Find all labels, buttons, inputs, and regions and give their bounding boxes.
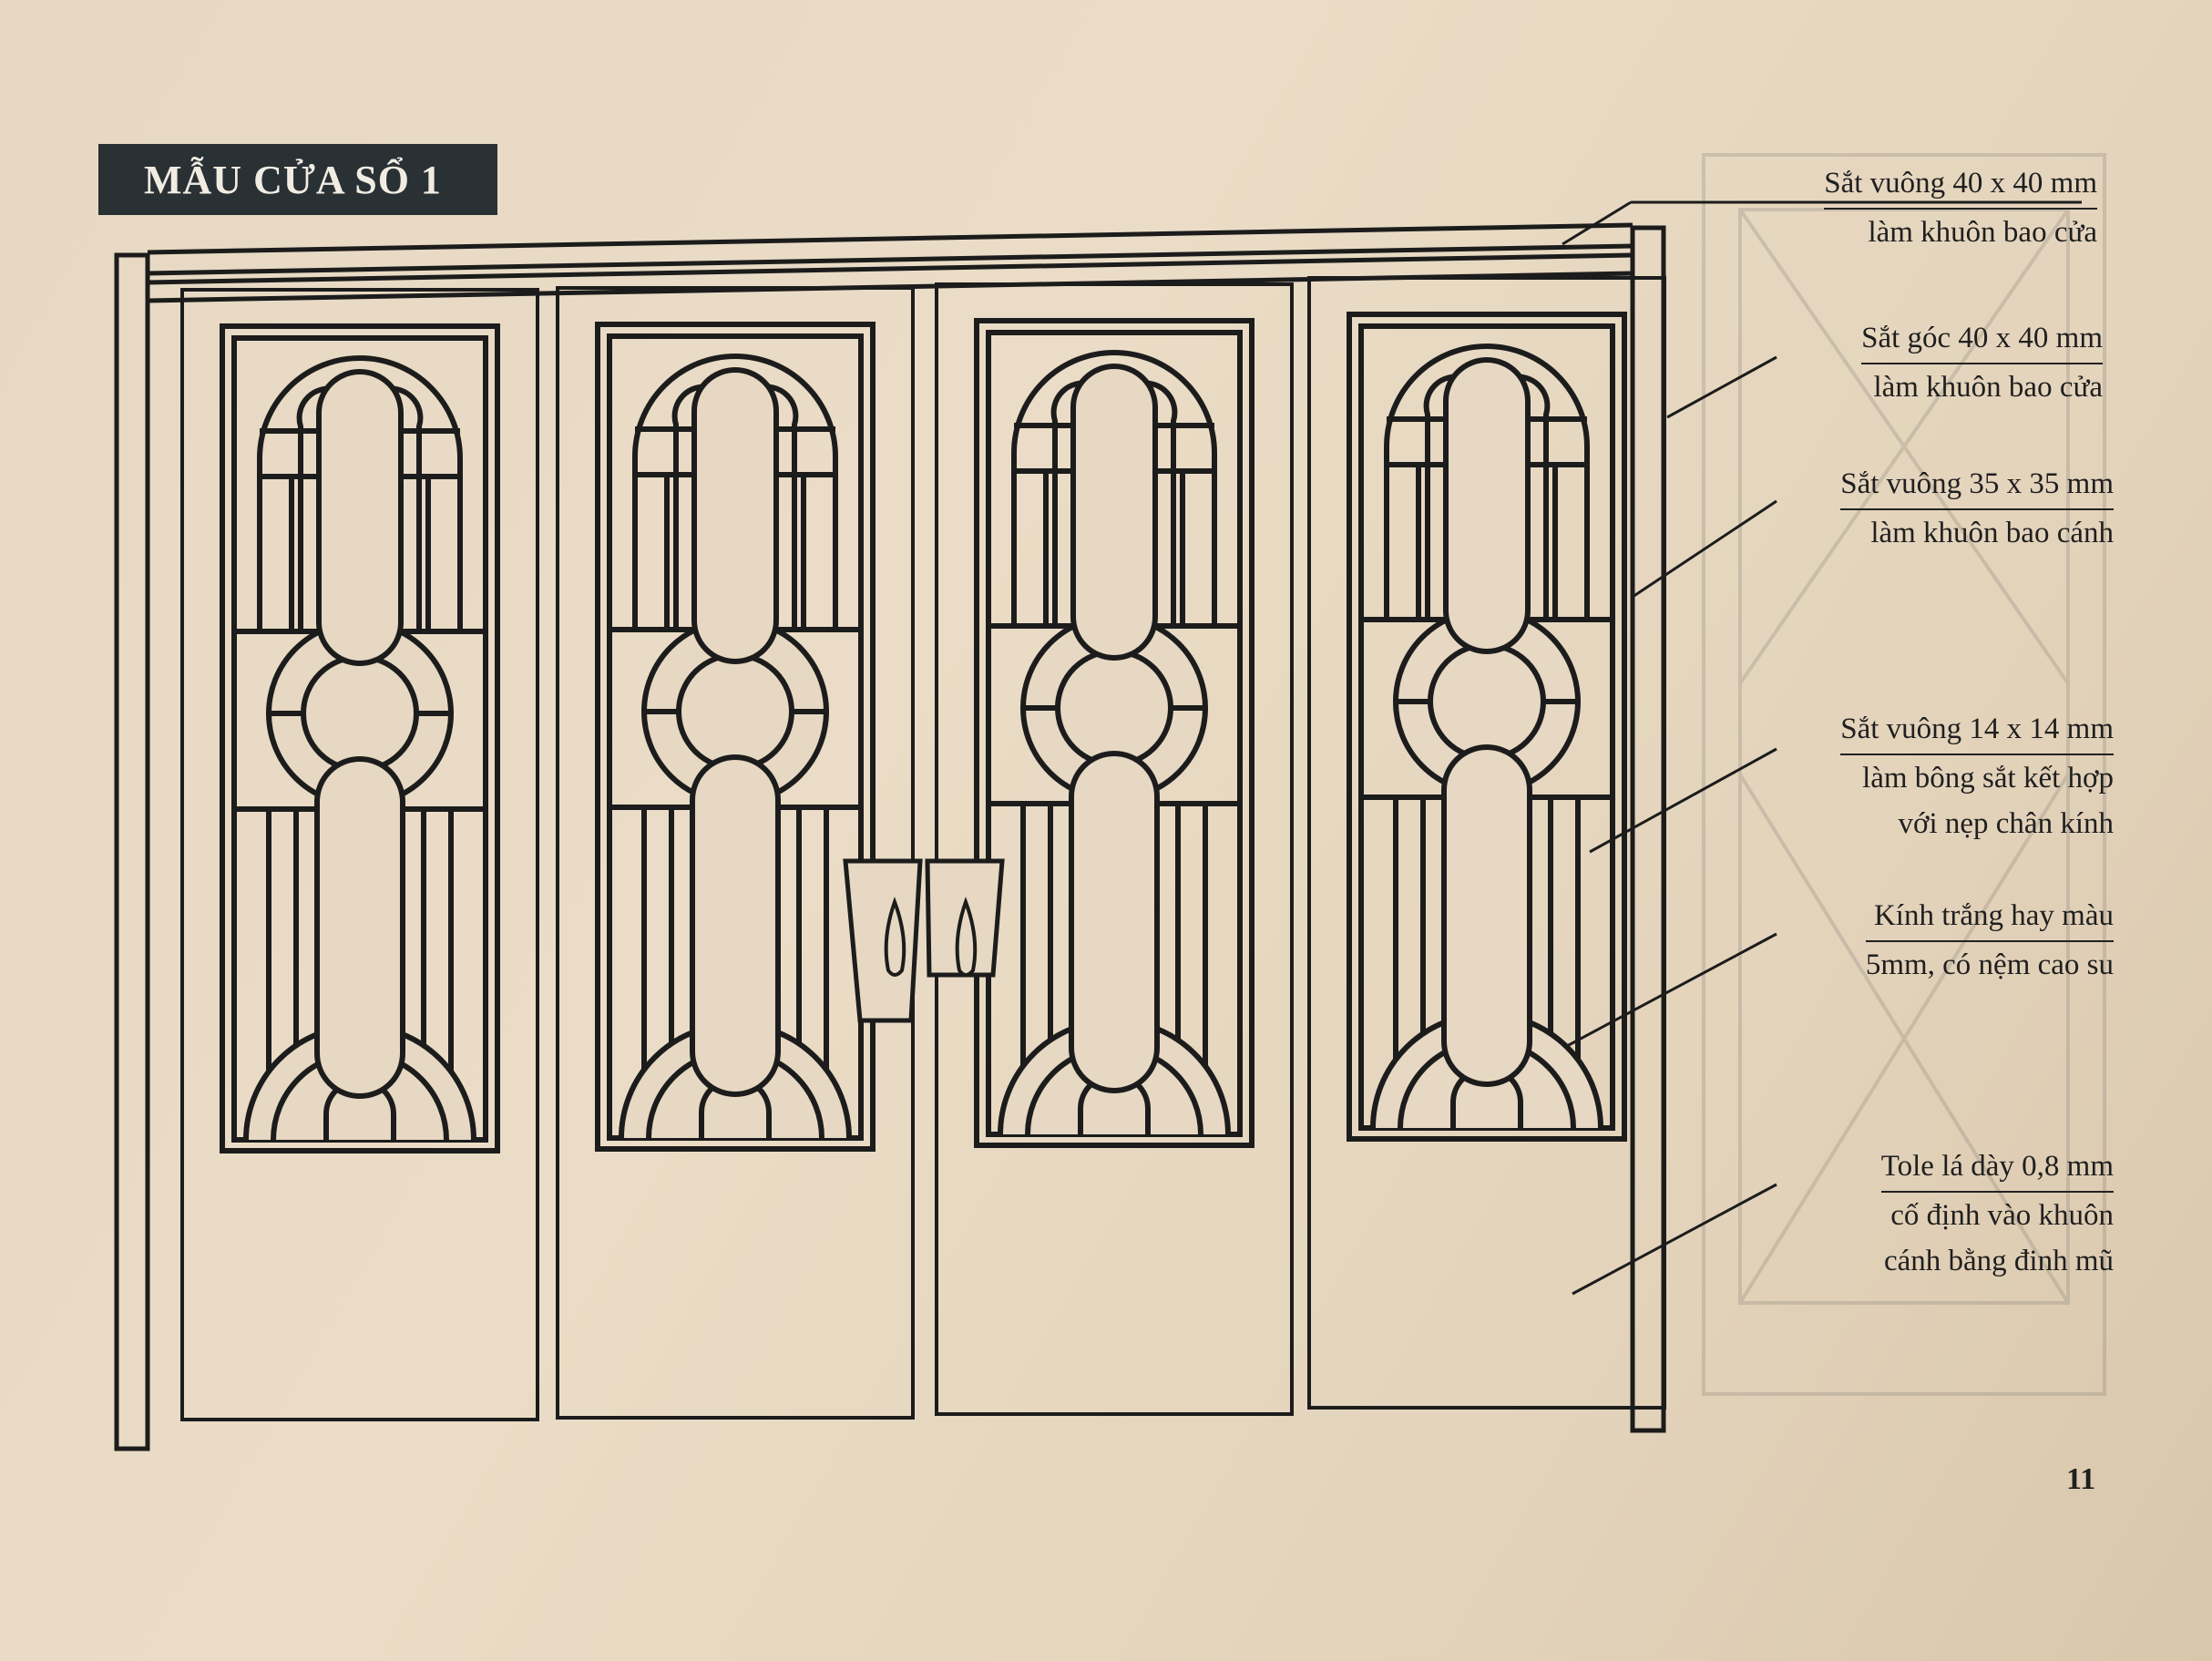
page-number: 11 [2066,1462,2096,1496]
label-line: làm khuôn bao cánh [1870,517,2114,549]
label-sheet-metal: Tole lá dày 0,8 mm cố định vào khuôn cán… [1880,1143,2114,1284]
label-line: Sắt góc 40 x 40 mm [1861,315,2103,364]
sash-1 [182,290,538,1420]
leader-lines [1562,200,2082,1296]
label-line: cánh bằng đinh mũ [1883,1245,2114,1277]
latch-plates [843,858,1005,1023]
label-line: làm khuôn bao cửa [1868,216,2097,249]
show-through-ghost [1702,153,2106,1396]
label-line: Kính trắng hay màu [1865,893,2114,942]
label-line: với nẹp chân kính [1898,807,2114,840]
sash-2 [558,288,913,1418]
label-frame-angle-40: Sắt góc 40 x 40 mm làm khuôn bao cửa [1861,315,2103,410]
label-frame-square-40: Sắt vuông 40 x 40 mm làm khuôn bao cửa [1824,160,2097,255]
label-line: làm khuôn bao cửa [1873,371,2103,404]
sash-3 [937,284,1292,1414]
label-glass: Kính trắng hay màu 5mm, có nệm cao su [1865,893,2114,988]
sash-4 [1309,278,1664,1408]
label-line: cố định vào khuôn [1890,1199,2114,1232]
label-line: Sắt vuông 35 x 35 mm [1840,461,2114,510]
label-line: Sắt vuông 40 x 40 mm [1824,160,2097,210]
label-line: Tole lá dày 0,8 mm [1880,1143,2114,1193]
outer-frame [114,222,1666,1451]
label-sash-square-35: Sắt vuông 35 x 35 mm làm khuôn bao cánh [1840,461,2114,556]
label-line: làm bông sắt kết hợp [1862,762,2114,795]
label-line: 5mm, có nệm cao su [1865,948,2114,981]
label-line: Sắt vuông 14 x 14 mm [1840,706,2114,755]
figure-title: MẪU CỬA SỔ 1 [98,144,497,215]
label-grille-square-14: Sắt vuông 14 x 14 mm làm bông sắt kết hợ… [1840,706,2114,846]
